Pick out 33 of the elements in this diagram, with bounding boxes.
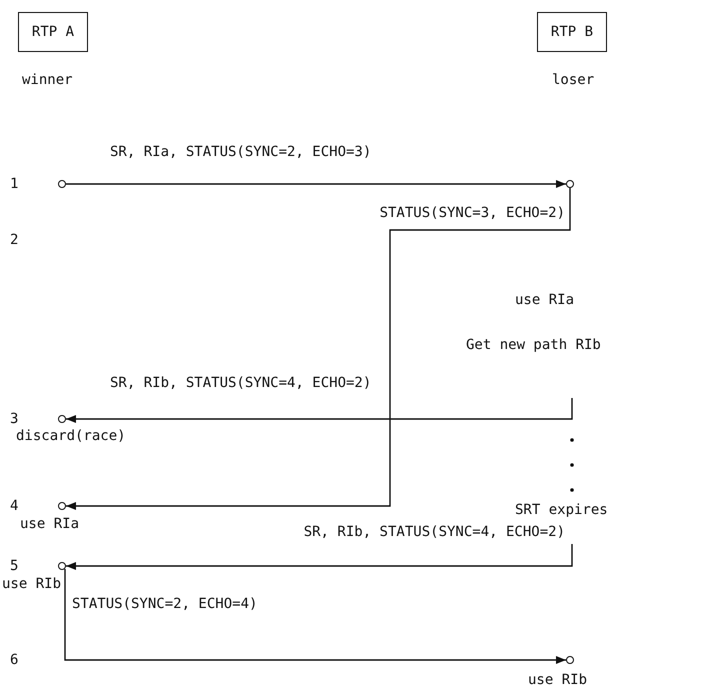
arrow: [66, 180, 566, 188]
arrow: [66, 398, 573, 423]
message-label: STATUS(SYNC=2, ECHO=4): [72, 596, 258, 612]
step-number: 2: [10, 232, 18, 248]
step-number: 4: [10, 498, 18, 514]
annotation-text: use RIa: [20, 516, 80, 532]
arrow: [66, 544, 573, 570]
endpoint-circle: [566, 180, 574, 188]
note-text: SRT expires: [515, 502, 608, 518]
entity-box: RTP B: [537, 12, 607, 52]
step-number: 1: [10, 176, 18, 192]
message-label: SR, RIb, STATUS(SYNC=4, ECHO=2): [110, 375, 372, 391]
note-text: Get new path RIb: [466, 337, 601, 353]
step-number: 3: [10, 411, 18, 427]
message-label: SR, RIa, STATUS(SYNC=2, ECHO=3): [110, 144, 372, 160]
endpoint-circle: [58, 180, 66, 188]
annotation-text: winner: [22, 72, 73, 88]
entity-box: RTP A: [18, 12, 88, 52]
annotation-text: discard(race): [16, 428, 126, 444]
message-label: STATUS(SYNC=3, ECHO=2): [380, 205, 565, 221]
endpoint-circle: [58, 502, 66, 510]
step-number: 5: [10, 558, 18, 574]
note-text: use RIa: [515, 292, 574, 308]
step-number: 6: [10, 652, 18, 668]
annotation-text: use RIb: [2, 576, 62, 592]
annotation-text: use RIb: [528, 672, 588, 688]
annotation-text: loser: [552, 72, 594, 88]
endpoint-circle: [58, 562, 66, 570]
arrow: [66, 188, 571, 510]
endpoint-circle: [58, 415, 66, 423]
endpoint-circle: [566, 656, 574, 664]
arrow: [64, 569, 566, 664]
message-label: SR, RIb, STATUS(SYNC=4, ECHO=2): [304, 524, 565, 540]
